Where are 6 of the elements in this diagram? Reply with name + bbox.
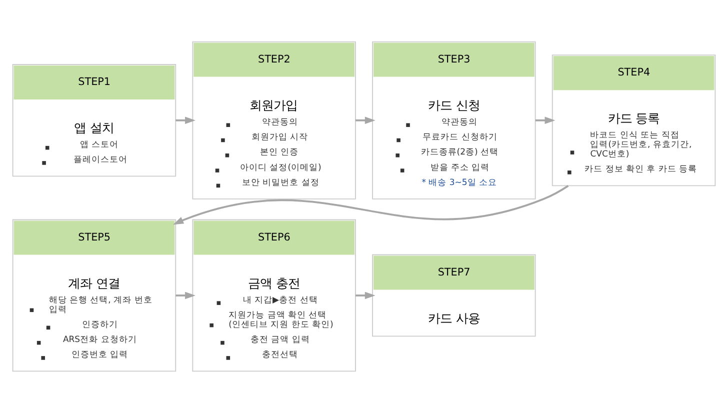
arrow xyxy=(176,116,196,124)
arrow xyxy=(356,116,376,124)
arrow xyxy=(173,184,569,224)
arrow xyxy=(356,291,376,299)
arrow xyxy=(535,116,556,124)
arrow xyxy=(176,291,196,299)
